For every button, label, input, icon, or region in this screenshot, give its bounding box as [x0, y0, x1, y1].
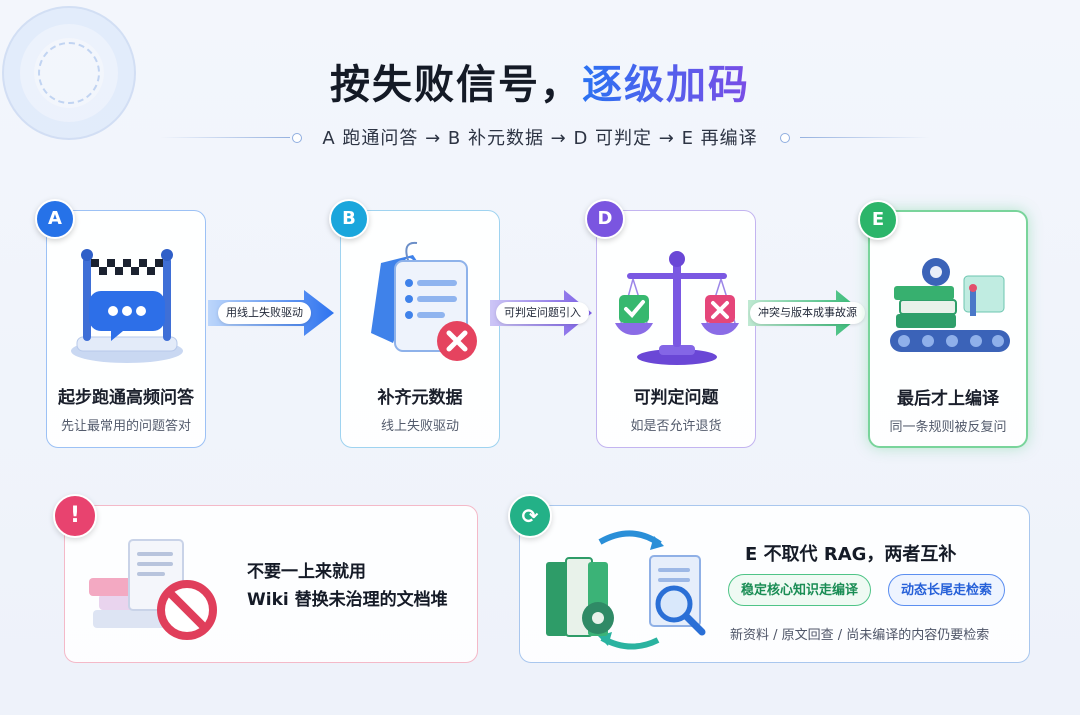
compile-core-pill: 稳定核心知识走编译 [728, 574, 872, 606]
subtitle-dot-left [292, 133, 302, 143]
finish-line-chat-icon [57, 233, 197, 373]
page-title: 按失败信号，逐级加码 [330, 62, 750, 108]
refresh-cycle-icon: ⟳ [508, 494, 552, 538]
step-desc-b: 线上失败驱动 [380, 419, 459, 434]
step-card-b: B 补齐元数据 线上失败驱动 [329, 199, 500, 448]
warning-text: 不要一上来就用 Wiki 替换未治理的文档堆 [247, 558, 448, 614]
warning-icon: ! [53, 494, 97, 538]
step-card-e: E 最后才上编译 同一条规则被反复问 [858, 200, 1028, 448]
flow-arrow-1: 用线上失败驱动 [208, 288, 336, 338]
decorative-circle [2, 6, 136, 140]
step-title-b: 补齐元数据 [377, 388, 463, 408]
document-pile-prohibited-icon [89, 539, 217, 640]
step-badge-d: D [585, 199, 625, 239]
rag-complement-panel: ⟳ E 不取代 RAG，两者互补 稳定核心知识走编译 动态长尾走检索 新资料 /… [508, 494, 1030, 663]
warning-line-2: Wiki 替换未治理的文档堆 [247, 590, 448, 610]
tagged-document-error-icon [351, 233, 491, 373]
arrow-label-1: 用线上失败驱动 [218, 302, 311, 324]
warning-line-1: 不要一上来就用 [247, 562, 366, 582]
arrow-label-3: 冲突与版本成事故源 [750, 302, 865, 324]
step-title-d: 可判定问题 [633, 388, 719, 408]
step-card-d: D 可判定问题 如是否允许退货 [585, 199, 756, 448]
step-title-e: 最后才上编译 [897, 389, 999, 409]
page-subtitle: A 跑通问答 → B 补元数据 → D 可判定 → E 再编译 [322, 128, 758, 149]
warning-panel: ! 不要一上来就用 Wiki 替换未治理的文档堆 [53, 494, 478, 663]
subtitle-decor-right [800, 137, 930, 138]
books-gear-search-cycle-icon [546, 530, 706, 650]
step-badge-e: E [858, 200, 898, 240]
books-conveyor-gear-icon [880, 234, 1020, 374]
step-desc-d: 如是否允许退货 [630, 419, 722, 434]
rag-note: 新资料 / 原文回查 / 尚未编译的内容仍要检索 [730, 628, 990, 643]
flow-arrow-2: 可判定问题引入 [490, 288, 594, 338]
step-title-a: 起步跑通高频问答 [58, 388, 194, 408]
balance-scale-icon [607, 233, 747, 373]
step-card-a: A 起步跑通高频问答 先让最常用的问题答对 [35, 199, 206, 448]
subtitle-dot-right [780, 133, 790, 143]
retrieval-longtail-pill: 动态长尾走检索 [888, 574, 1006, 606]
subtitle-decor-left [160, 137, 290, 138]
step-badge-a: A [35, 199, 75, 239]
rag-title: E 不取代 RAG，两者互补 [745, 544, 957, 565]
step-badge-b: B [329, 199, 369, 239]
step-desc-e: 同一条规则被反复问 [889, 420, 1007, 435]
arrow-label-2: 可判定问题引入 [496, 302, 589, 324]
flow-arrow-3: 冲突与版本成事故源 [748, 288, 866, 338]
step-desc-a: 先让最常用的问题答对 [60, 419, 191, 434]
